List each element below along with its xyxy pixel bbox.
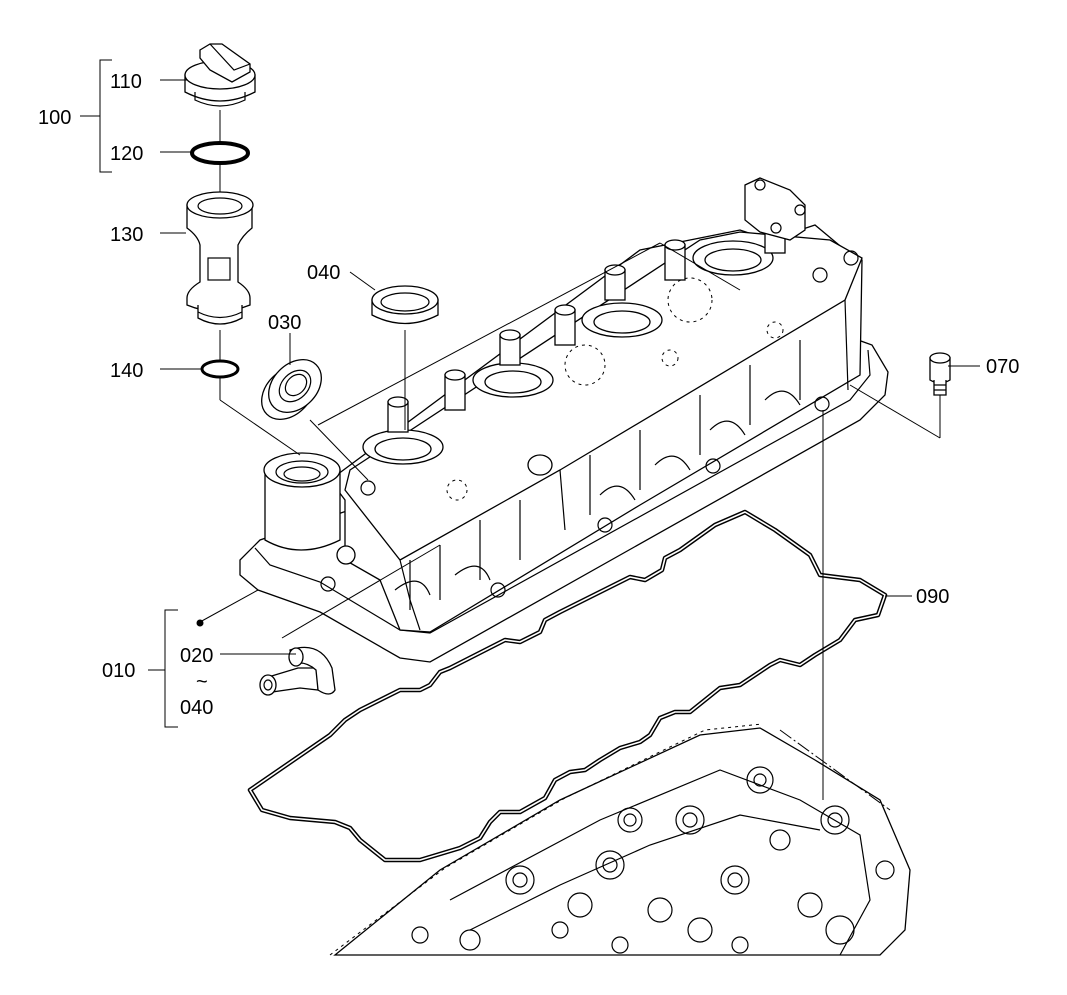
label-090: 090 [916,586,949,608]
label-140: 140 [110,360,143,382]
leader-lines [80,59,980,800]
oil-seal-icon [261,359,322,420]
breather-hose-icon [259,646,336,696]
label-120: 120 [110,143,143,165]
bolt-icon [929,352,951,396]
label-070: 070 [986,356,1019,378]
label-040-plug: 040 [307,262,340,284]
plug-cap-icon [371,285,439,325]
label-130: 130 [110,224,143,246]
o-ring-icon [190,141,250,165]
label-110: 110 [110,71,142,93]
cylinder-head-icon [329,723,911,956]
o-ring-icon [200,359,240,379]
label-100: 100 [38,107,71,129]
reference-dot [196,619,204,627]
filler-neck-icon [186,191,254,325]
label-020: 020 [180,645,213,667]
gasket-icon [247,509,888,863]
cylinder-head-cover-icon [239,177,889,663]
label-010: 010 [102,660,135,682]
oil-filler-cap-icon [184,43,256,107]
label-tilde: ~ [196,671,208,693]
label-030: 030 [268,312,301,334]
label-040-range: 040 [180,697,213,719]
